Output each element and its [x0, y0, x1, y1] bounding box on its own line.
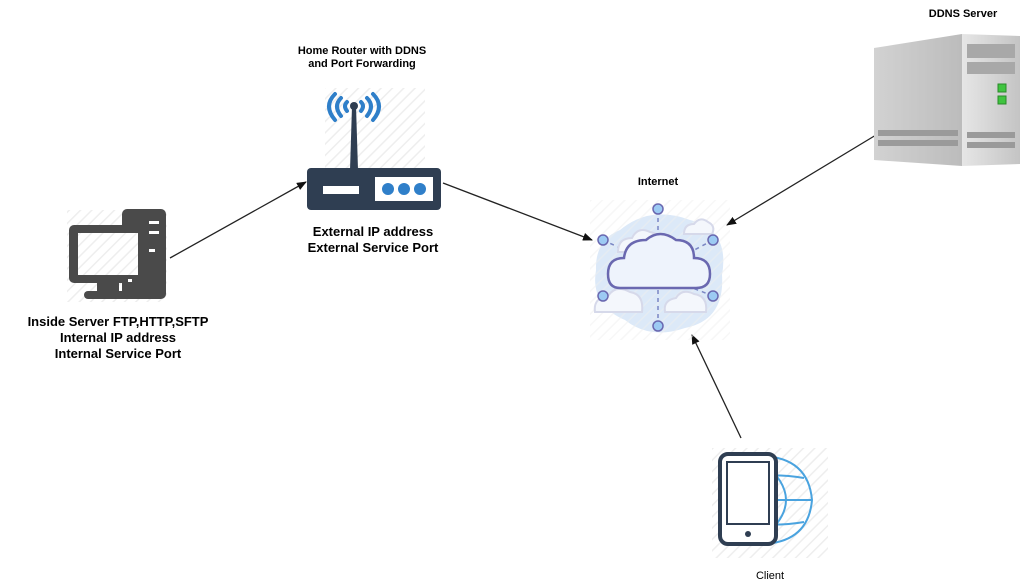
client-node[interactable] — [712, 448, 828, 558]
cloud-network-icon — [590, 200, 730, 340]
inside-server-label-line: Inside Server FTP,HTTP,SFTP — [27, 314, 209, 329]
router-title-line: and Port Forwarding — [308, 58, 416, 70]
inside-server-node[interactable] — [62, 205, 172, 305]
inside-server-label-line: Internal Service Port — [54, 346, 182, 361]
edge-client-to-internet — [691, 334, 742, 439]
inside-server-label: Inside Server FTP,HTTP,SFTP Internal IP … — [0, 314, 236, 362]
router-node[interactable] — [305, 84, 443, 212]
server-tower-icon — [874, 34, 1020, 166]
inside-server-label-line: Internal IP address — [59, 330, 177, 345]
router-label-line: External Service Port — [307, 240, 439, 255]
router-title-line: Home Router with DDNS — [297, 45, 427, 57]
tablet-globe-icon — [712, 448, 828, 558]
edge-server-to-router — [169, 181, 307, 259]
ddns-server-label: DDNS Server — [928, 8, 998, 20]
router-title: Home Router with DDNS and Port Forwardin… — [262, 45, 462, 71]
edge-router-to-internet — [442, 182, 593, 241]
desktop-computer-icon — [67, 209, 167, 302]
ddns-server-node[interactable] — [872, 30, 1022, 170]
client-label: Client — [755, 570, 785, 582]
router-label: External IP address External Service Por… — [268, 224, 478, 256]
internet-label: Internet — [637, 176, 679, 188]
internet-node[interactable] — [590, 200, 730, 340]
edge-ddns-to-internet — [726, 134, 877, 226]
router-label-line: External IP address — [312, 224, 434, 239]
wifi-router-icon — [307, 88, 441, 210]
